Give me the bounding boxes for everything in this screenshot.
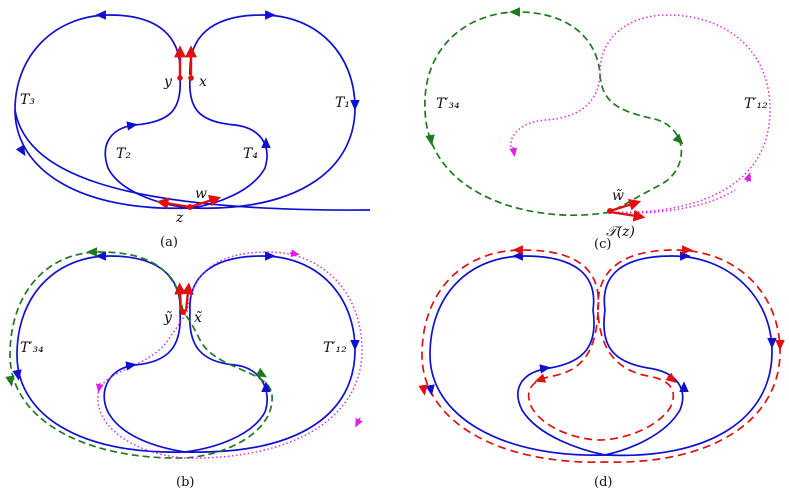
arrow-d-9	[539, 364, 551, 374]
arrow-b-6	[12, 369, 22, 381]
curve-t2-inner	[104, 77, 191, 209]
curve-d-left-inner	[517, 309, 606, 456]
arrow-c-2	[425, 134, 435, 146]
arrow-c-4	[509, 146, 518, 157]
vector-z	[156, 197, 191, 210]
label-x-tilde: x̃	[194, 310, 202, 326]
panel-a-red-vectors	[156, 45, 222, 210]
panel-c-red-vectors	[607, 199, 646, 222]
curve-b-right-outer	[184, 255, 356, 453]
panel-d: (d)	[418, 245, 785, 490]
panel-c: T′₃₄ T′₁₂ w̃ 𝒯(z) (c)	[424, 7, 771, 252]
panel-b-red-vectors	[174, 282, 194, 315]
panel-b-labels: T′₃₄ T′₁₂ ỹ x̃	[20, 310, 347, 356]
arrow-b-8	[125, 361, 137, 371]
panel-c-arrows	[425, 7, 752, 183]
curve-b-t34-prime	[9, 251, 273, 459]
curve-t12-prime	[510, 14, 771, 214]
arrow-a-4	[15, 144, 26, 157]
label-t3: T₃	[20, 92, 35, 108]
vector-y-tilde	[174, 282, 187, 312]
label-t34-prime-b: T′₃₄	[20, 340, 44, 356]
label-t4: T₄	[243, 146, 258, 162]
panel-a-arrows	[15, 10, 360, 157]
arrow-d-12	[665, 372, 677, 383]
caption-c: (c)	[594, 237, 611, 252]
label-t34-prime-c: T′₃₄	[436, 96, 460, 112]
curve-t1-outer	[189, 14, 356, 210]
vector-tz	[609, 209, 646, 222]
label-t1: T₁	[335, 95, 350, 111]
label-tz: 𝒯(z)	[606, 224, 635, 240]
arrow-b-12	[355, 417, 363, 428]
curve-d-right-outer	[603, 255, 773, 457]
caption-d: (d)	[594, 475, 612, 490]
caption-a: (a)	[160, 235, 178, 250]
arrow-c-3	[672, 133, 684, 145]
label-t12-prime-b: T′₁₂	[323, 340, 347, 356]
vector-w	[189, 195, 222, 209]
label-t2: T₂	[116, 146, 131, 162]
curve-t3-outer	[14, 14, 191, 210]
panel-a-curves	[14, 14, 371, 211]
arrow-c-5	[743, 172, 752, 183]
curve-t34-prime	[424, 11, 683, 217]
panel-b: T′₃₄ T′₁₂ ỹ x̃ (b)	[5, 247, 363, 490]
arrow-d-7	[425, 384, 435, 396]
panel-d-curves	[421, 249, 781, 463]
curve-d-left-outer	[429, 255, 606, 456]
panel-a: T₃ T₁ T₂ T₄ y x w z (a)	[14, 10, 371, 250]
label-z: z	[175, 210, 184, 226]
curve-b-right-inner	[184, 311, 268, 453]
panel-b-curves	[9, 251, 363, 459]
point-y	[177, 75, 183, 81]
panel-b-arrows	[5, 247, 363, 428]
panel-c-labels: T′₃₄ T′₁₂ w̃ 𝒯(z)	[436, 96, 768, 240]
arrow-d-10	[534, 373, 547, 383]
arrow-b-10	[255, 367, 268, 378]
vector-x-tilde	[181, 282, 194, 312]
curve-t12-prime-return	[609, 189, 736, 214]
arrow-b-7	[5, 375, 15, 387]
curve-d-red-inner	[527, 311, 675, 441]
arrow-b-9	[95, 382, 104, 393]
vector-w-tilde	[609, 199, 642, 213]
panel-a-labels: T₃ T₁ T₂ T₄ y x w z	[20, 74, 350, 226]
point-xy-tilde	[180, 309, 186, 315]
label-w-tilde: w̃	[612, 188, 624, 204]
curve-b-left-inner	[103, 311, 186, 453]
arrow-d-8	[418, 384, 428, 396]
label-y: y	[163, 74, 173, 90]
label-y-tilde: ỹ	[163, 310, 173, 326]
panel-d-arrows	[418, 245, 785, 396]
point-w-tilde	[607, 208, 613, 214]
point-x	[188, 75, 194, 81]
arrow-b-4	[289, 249, 300, 258]
label-w: w	[195, 186, 207, 202]
arrow-a-5	[126, 121, 138, 131]
curve-d-right-inner	[603, 309, 684, 456]
curve-bottom-cross	[14, 109, 371, 211]
point-z	[187, 204, 193, 210]
label-t12-prime-c: T′₁₂	[744, 96, 768, 112]
caption-b: (b)	[176, 475, 194, 490]
label-x: x	[199, 74, 207, 90]
